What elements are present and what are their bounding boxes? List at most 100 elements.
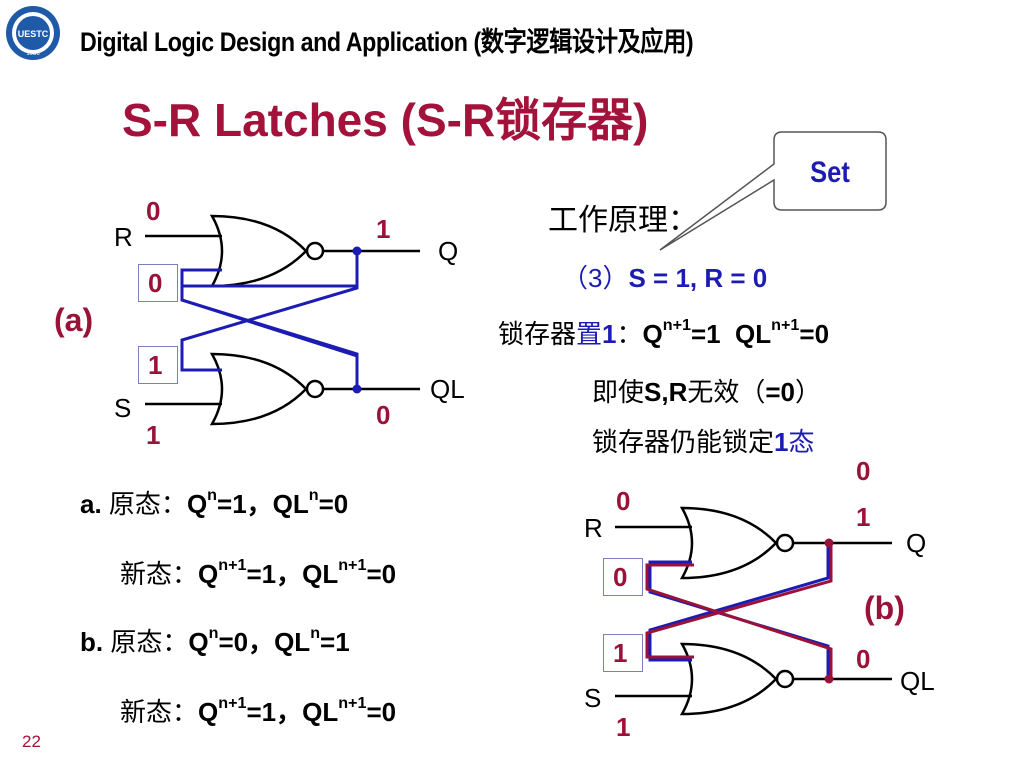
course-name-cn: 数字逻辑设计及应用 <box>480 27 687 57</box>
state-word: 态 <box>788 427 815 457</box>
nor-gate-top <box>209 214 325 288</box>
nor-gate-top-b <box>679 506 795 580</box>
lock-value: 1 <box>774 427 789 457</box>
circuit-a-r-label: R <box>114 222 133 252</box>
circuit-a-label: (a) <box>54 302 94 338</box>
circuit-a-feedback-bottom-value: 1 <box>148 350 163 380</box>
ql-value: =0 <box>366 697 397 727</box>
nor-gate-bottom <box>209 352 325 426</box>
circuit-a-s-label: S <box>114 393 132 423</box>
circuit-b-feedback-top-value: 0 <box>613 562 628 592</box>
colon: ： <box>616 319 643 349</box>
ql-superscript: n+1 <box>338 556 367 575</box>
state-a-original: a. 原态：Qn=1，QLn=0 <box>80 484 348 521</box>
case-condition: S = 1, R = 0 <box>628 263 768 293</box>
logo-year: 1956 <box>26 51 40 57</box>
q-symbol: Q <box>188 627 209 657</box>
q-value: =0，QL <box>218 627 311 657</box>
circuit-b-s-label: S <box>584 683 602 713</box>
feedback-wires-b <box>645 543 833 679</box>
callout-label: Set <box>810 155 850 188</box>
circuit-a-ql-value: 0 <box>376 400 391 430</box>
circuit-b-ql-value: 0 <box>856 644 871 674</box>
ql-superscript: n+1 <box>771 316 800 335</box>
title-end: ) <box>633 94 649 146</box>
ql-value: =0 <box>366 559 397 589</box>
sr-symbols: S,R <box>644 377 688 407</box>
q-value: =1，QL <box>246 559 339 589</box>
circuit-a-s-value: 1 <box>146 420 161 450</box>
item-a-label: a. <box>80 489 102 519</box>
circuit-a-feedback-bottom-box <box>138 346 178 384</box>
original-state-word: 原态： <box>110 627 189 657</box>
close-paren: ） <box>795 377 822 407</box>
university-seal-icon: UESTC 1956 <box>6 6 60 60</box>
even-if-word: 即使 <box>592 377 645 407</box>
circuit-a-ql-label: QL <box>430 374 465 404</box>
q-value: =1，QL <box>217 489 309 519</box>
state-b-new: 新态：Qn+1=1，QLn+1=0 <box>120 692 396 729</box>
ql-value: =0 <box>799 319 830 349</box>
set-value: 1 <box>602 319 617 349</box>
circuit-b-r-label: R <box>584 513 603 543</box>
circuit-a-r-value: 0 <box>146 196 161 226</box>
q-symbol: Q <box>642 319 663 349</box>
logo-text: UESTC <box>18 29 49 39</box>
junction-q <box>352 246 362 256</box>
circuit-a-feedback-top-box <box>138 264 178 302</box>
q-superscript: n <box>207 486 218 505</box>
q-symbol: Q <box>186 489 208 519</box>
principle-heading: 工作原理： <box>548 204 698 237</box>
circuit-a-feedback-top-value: 0 <box>148 268 163 298</box>
title-main: S-R Latches (S-R <box>122 94 496 146</box>
q-value: =1 QL <box>690 319 772 349</box>
circuit-b-feedback-bottom-value: 1 <box>613 638 628 668</box>
q-value: =1，QL <box>246 697 339 727</box>
q-symbol: Q <box>198 697 219 727</box>
lock-line: 锁存器仍能锁定1态 <box>592 422 815 459</box>
latch-word: 锁存器 <box>498 319 577 349</box>
q-superscript: n+1 <box>662 316 691 335</box>
slide-title: S-R Latches (S-R锁存器) <box>122 84 649 150</box>
circuit-b-feedback-bottom-box <box>603 634 643 672</box>
circuit-b-s-value: 1 <box>616 712 631 742</box>
state-a-new: 新态：Qn+1=1，QLn+1=0 <box>120 554 396 591</box>
ql-superscript: n <box>310 624 321 643</box>
state-b-original: b. 原态：Qn=0，QLn=1 <box>80 622 350 659</box>
circuit-b-label: (b) <box>864 590 905 626</box>
q-superscript: n <box>208 624 219 643</box>
ql-superscript: n+1 <box>338 694 367 713</box>
set-word: 置 <box>576 319 603 349</box>
title-cn: 锁存器 <box>495 94 634 146</box>
junction-ql <box>352 384 362 394</box>
set-callout: Set <box>659 131 887 251</box>
circuit-b-q-label: Q <box>906 528 927 558</box>
circuit-b-q-value: 1 <box>856 502 871 532</box>
case-number: （3） <box>562 263 629 293</box>
circuit-b-r-value: 0 <box>616 486 631 516</box>
q-superscript: n+1 <box>218 556 247 575</box>
ql-value: =0 <box>318 489 349 519</box>
junction-q-b <box>824 538 834 548</box>
circuit-b-q-previous-value: 0 <box>856 456 871 486</box>
zero-value: =0 <box>765 377 796 407</box>
q-symbol: Q <box>198 559 219 589</box>
circuit-b-feedback-top-box <box>603 558 643 596</box>
even-if-line: 即使S,R无效（=0） <box>592 372 821 409</box>
page-number: 22 <box>22 732 41 751</box>
circuit-a-q-value: 1 <box>376 214 391 244</box>
circuit-b-ql-label: QL <box>900 666 935 696</box>
invalid-word: 无效（ <box>687 377 766 407</box>
new-state-word: 新态： <box>120 559 199 589</box>
nor-gate-bottom-b <box>679 642 795 716</box>
lock-phrase: 锁存器仍能锁定 <box>592 427 775 457</box>
feedback-wires <box>180 251 359 389</box>
new-state-word: 新态： <box>120 697 199 727</box>
item-b-label: b. <box>80 627 104 657</box>
course-header: Digital Logic Design and Application (数字… <box>80 20 694 59</box>
ql-value: =1 <box>320 627 350 657</box>
original-state-word: 原态： <box>108 489 187 519</box>
junction-ql-b <box>824 674 834 684</box>
